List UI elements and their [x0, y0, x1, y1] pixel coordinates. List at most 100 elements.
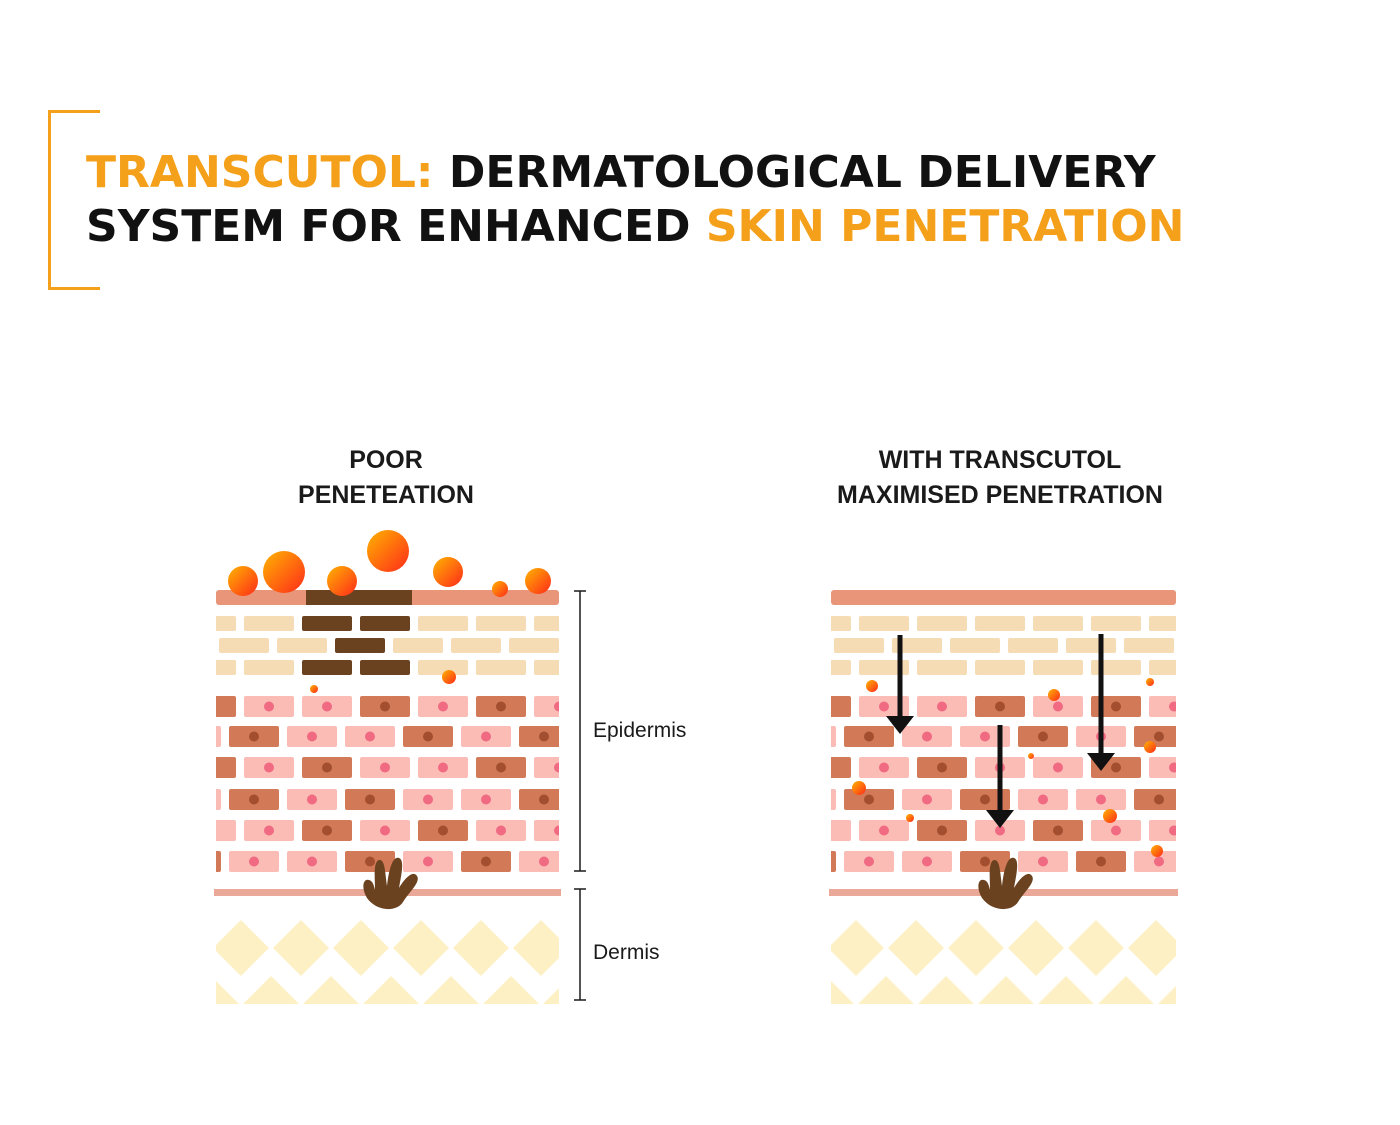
- cell-nucleus: [191, 857, 201, 867]
- epidermis-cell: [534, 696, 559, 717]
- page-title: TRANSCUTOL: DERMATOLOGICAL DELIVERY SYST…: [86, 146, 1185, 254]
- particle-icon: [492, 581, 508, 597]
- cell-nucleus: [879, 825, 889, 836]
- panel-heading-line: PENETEATION: [298, 481, 474, 509]
- dermis-diamond: [858, 976, 914, 1004]
- cell-nucleus: [922, 794, 932, 805]
- surface-band: [831, 590, 1176, 605]
- skin-layers: [768, 616, 1232, 1004]
- cell-nucleus: [365, 794, 375, 805]
- epidermis-cell: [1149, 757, 1176, 778]
- cell-nucleus: [206, 763, 216, 773]
- cell-nucleus: [1038, 794, 1048, 805]
- cell-nucleus: [365, 856, 375, 867]
- cell-nucleus: [1096, 856, 1106, 867]
- dermis-diamond: [216, 920, 269, 976]
- cell-nucleus: [806, 732, 816, 742]
- cell-nucleus: [481, 731, 491, 742]
- cell-nucleus: [249, 731, 259, 742]
- outer-cell: [360, 660, 410, 675]
- outer-cell: [831, 616, 851, 631]
- cell-nucleus: [1169, 701, 1176, 712]
- title-text-2: SYSTEM FOR ENHANCED: [86, 201, 691, 252]
- title-text-1: DERMATOLOGICAL DELIVERY: [448, 147, 1156, 198]
- outer-cell: [859, 616, 909, 631]
- cell-nucleus: [937, 825, 947, 836]
- particle-icon: [367, 530, 409, 572]
- particle-icon: [263, 551, 305, 593]
- dermis-diamond: [513, 920, 559, 976]
- outer-cell: [950, 638, 1000, 653]
- outer-cell: [476, 616, 526, 631]
- cell-nucleus: [554, 762, 559, 773]
- cell-nucleus: [554, 701, 559, 712]
- cell-nucleus: [879, 762, 889, 773]
- cell-nucleus: [937, 701, 947, 712]
- cell-nucleus: [322, 825, 332, 836]
- particle-icon: [906, 814, 914, 822]
- epidermis-cell: [831, 696, 851, 717]
- cell-nucleus: [980, 731, 990, 742]
- outer-cell: [1066, 638, 1116, 653]
- outer-cell: [244, 660, 294, 675]
- cell-nucleus: [539, 731, 549, 742]
- epidermis-cell: [216, 820, 236, 841]
- outer-cell: [1149, 616, 1176, 631]
- outer-cell: [360, 616, 410, 631]
- dermis-diamond: [333, 920, 389, 976]
- outer-cell: [451, 638, 501, 653]
- dermis-diamond: [1158, 986, 1176, 1004]
- dermis-diamond: [423, 976, 479, 1004]
- outer-cell: [216, 616, 236, 631]
- dermis-label: Dermis: [593, 941, 660, 964]
- outer-cell: [567, 638, 617, 653]
- cell-nucleus: [554, 825, 559, 836]
- epidermis-cell: [534, 820, 559, 841]
- cell-nucleus: [307, 731, 317, 742]
- cell-nucleus: [380, 762, 390, 773]
- cell-nucleus: [821, 763, 831, 773]
- outer-cell: [975, 660, 1025, 675]
- cell-nucleus: [806, 795, 816, 805]
- outer-cell: [1124, 638, 1174, 653]
- dermis-diamond: [216, 981, 239, 1004]
- cell-nucleus: [864, 731, 874, 742]
- outer-cell: [244, 616, 294, 631]
- cell-nucleus: [249, 856, 259, 867]
- dermis-diamond: [918, 976, 974, 1004]
- outer-cell: [302, 660, 352, 675]
- outer-cell: [476, 660, 526, 675]
- dermis-diamond: [1068, 920, 1124, 976]
- dermis-diamond: [888, 920, 944, 976]
- dermis-diamond: [273, 920, 329, 976]
- cell-nucleus: [821, 702, 831, 712]
- cell-nucleus: [249, 794, 259, 805]
- cell-nucleus: [539, 856, 549, 867]
- cell-nucleus: [438, 701, 448, 712]
- outer-cell: [418, 616, 468, 631]
- outer-cell: [1182, 638, 1232, 653]
- dermis-diamond: [768, 920, 824, 976]
- dermis-diamond: [1038, 976, 1094, 1004]
- cell-nucleus: [206, 702, 216, 712]
- outer-cell: [302, 616, 352, 631]
- cell-nucleus: [481, 856, 491, 867]
- epidermis-cell: [216, 726, 221, 747]
- particle-icon: [1144, 741, 1156, 753]
- outer-cell: [216, 660, 236, 675]
- hand-shape-path: [363, 857, 418, 910]
- dermis-diamond: [831, 981, 854, 1004]
- cell-nucleus: [1038, 856, 1048, 867]
- cell-nucleus: [496, 825, 506, 836]
- epidermis-cell: [534, 757, 559, 778]
- epidermis-cell: [1149, 696, 1176, 717]
- dermis-diamond: [978, 976, 1034, 1004]
- cell-nucleus: [995, 825, 1005, 836]
- cell-nucleus: [496, 701, 506, 712]
- dermis-diamond: [393, 920, 449, 976]
- cell-nucleus: [481, 794, 491, 805]
- outer-cell: [534, 660, 559, 675]
- outer-cell: [534, 616, 559, 631]
- epidermis-cell: [831, 757, 851, 778]
- particle-icon: [1048, 689, 1060, 701]
